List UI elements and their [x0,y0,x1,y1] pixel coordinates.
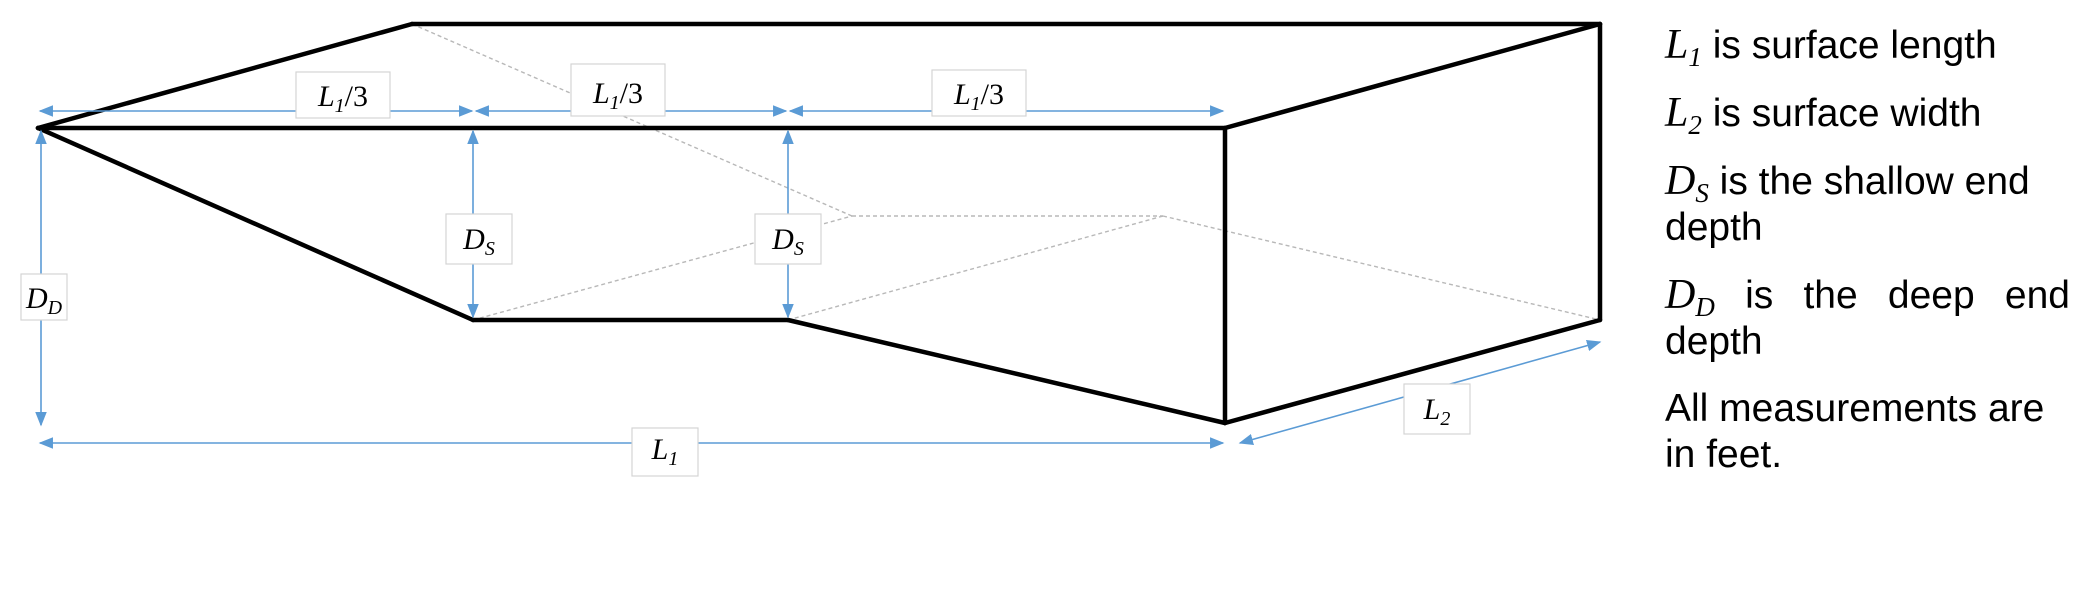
legend-symbol: DS [1665,158,1709,208]
svg-text:DD: DD [25,282,63,319]
svg-text:DS: DS [462,223,495,260]
hidden-edge-floor-left [472,215,853,321]
edge-front-bottom-slope-right [785,317,1228,426]
legend-item-deep-depth: DD is the deep end depth [1665,272,2070,365]
dimension-label-surface-width: L2 [1403,383,1471,435]
legend-note-units: All measurements are in feet. [1665,386,2070,478]
dimension-label-top-3: L1/3 [931,69,1027,117]
hidden-edge-floor-mid [787,215,1164,321]
hidden-edge-back-top-diagonal [411,23,853,217]
hidden-edges [411,23,1601,321]
dimension-label-deep: DD [20,273,68,321]
dimension-label-surface-length: L1 [631,427,699,477]
legend-text: is surface length [1701,24,1997,67]
dimension-label-top-1: L1/3 [295,71,391,119]
legend-symbol: DD [1665,272,1715,322]
legend-item-surface-width: L2 is surface width [1665,90,2070,140]
legend-item-shallow-depth: DS is the shallow end depth [1665,158,2070,251]
legend-text: is surface width [1701,92,1982,135]
legend-text: is the deep end depth [1665,274,2070,363]
svg-text:L1/3: L1/3 [953,78,1004,115]
legend-text: All measurements are in feet. [1665,387,2045,476]
dimension-label-top-2: L1/3 [570,63,666,117]
dimension-label-shallow-left: DS [445,213,513,265]
legend: L1 is surface length L2 is surface width… [1665,22,2070,499]
hidden-edge-back-floor-slope [1162,215,1601,321]
edge-deep-top-right [1222,21,1603,131]
legend-text: is the shallow end depth [1665,160,2030,249]
edge-front-bottom-slope-left [35,125,476,323]
pool-diagram: L1/3 L1/3 L1/3 DS DS DD L1 L2 [20,21,1603,477]
svg-text:L1: L1 [651,433,679,470]
legend-symbol: L1 [1665,22,1702,72]
dimension-label-shallow-right: DS [754,213,822,265]
svg-text:L2: L2 [1423,393,1451,430]
svg-text:DS: DS [771,223,804,260]
legend-item-surface-length: L1 is surface length [1665,22,2070,72]
svg-text:L1/3: L1/3 [592,77,643,114]
svg-text:L1/3: L1/3 [317,80,368,117]
legend-symbol: L2 [1665,90,1702,140]
dimension-lines [35,105,1602,449]
